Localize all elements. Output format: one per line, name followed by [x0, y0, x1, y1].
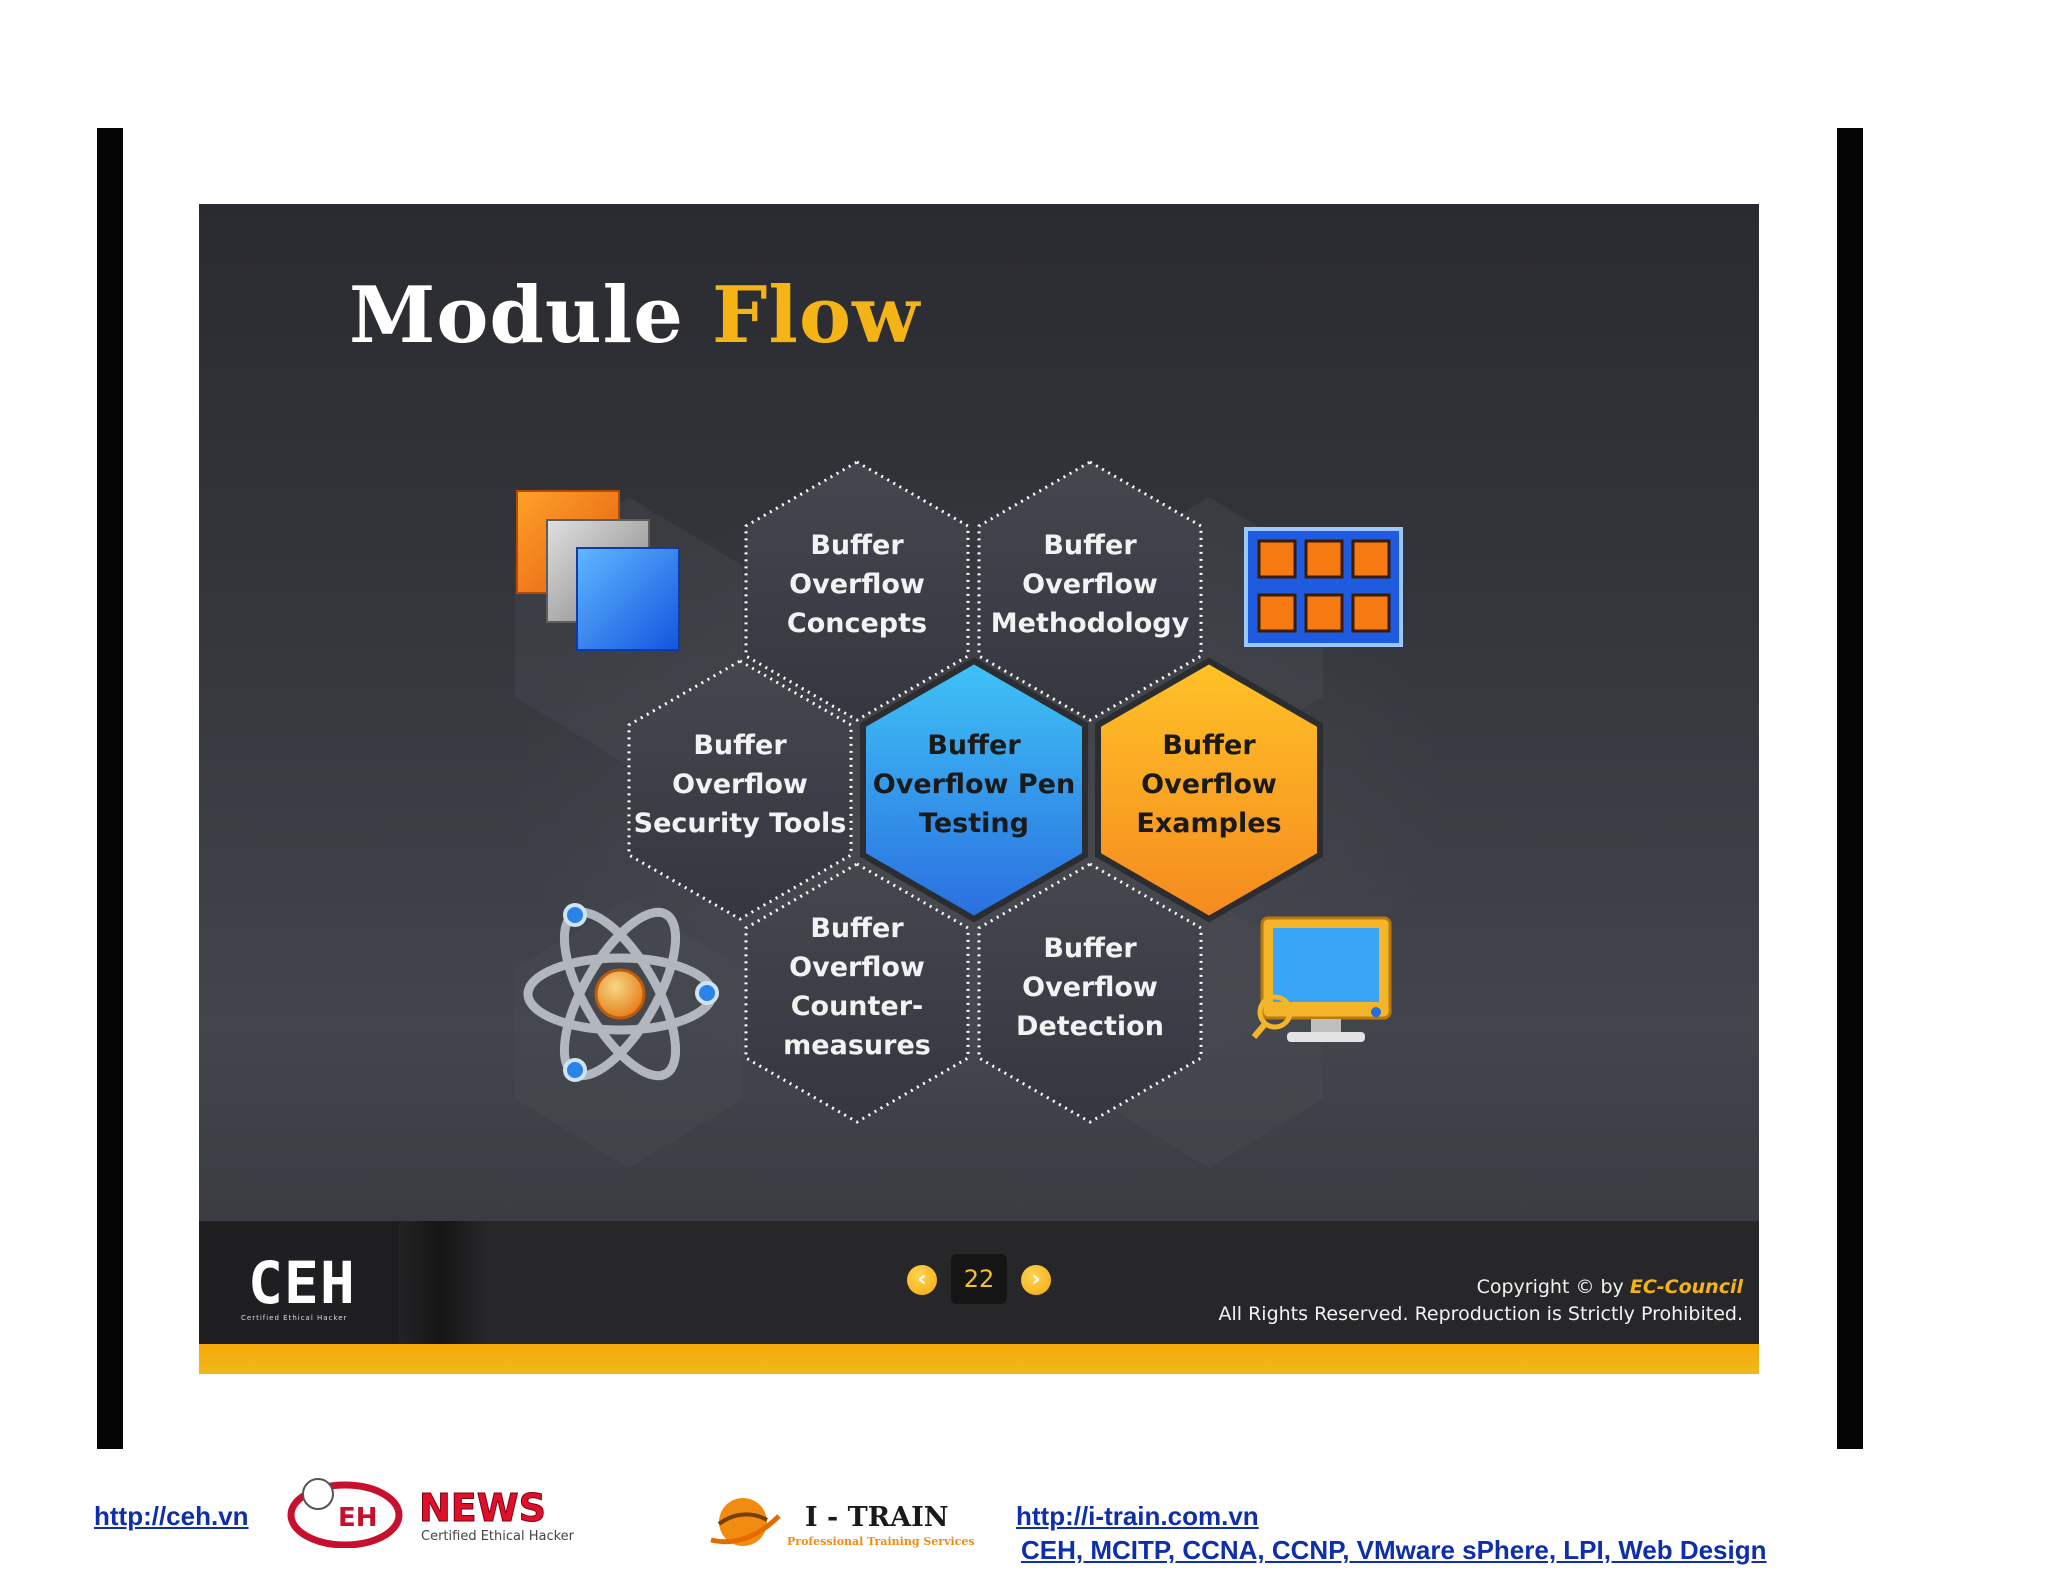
hex-line: Detection	[1016, 1011, 1164, 1042]
windows-stack-icon	[516, 490, 680, 651]
hex-line: Overflow	[789, 952, 925, 983]
hex-line: Buffer	[810, 530, 904, 561]
copyright-prefix: Copyright © by	[1476, 1276, 1624, 1298]
hex-concepts	[744, 460, 970, 722]
next-page-button[interactable]: ›	[1021, 1265, 1051, 1295]
pager: ‹ 22 ›	[901, 1254, 1071, 1304]
hex-label-detection: Buffer Overflow Detection	[980, 929, 1200, 1046]
hex-label-pen-testing: Buffer Overflow Pen Testing	[864, 726, 1084, 843]
hex-label-concepts: Buffer Overflow Concepts	[747, 526, 967, 643]
hex-security-tools	[627, 659, 853, 921]
grid-panel-icon	[1244, 527, 1403, 647]
ceh-logo: CEH	[248, 1249, 356, 1317]
itrain-logo-sub: Professional Training Services	[787, 1535, 975, 1548]
rights-text: All Rights Reserved. Reproduction is Str…	[1218, 1303, 1744, 1325]
courses-link[interactable]: CEH, MCITP, CCNA, CCNP, VMware sPhere, L…	[1021, 1535, 1767, 1565]
slide: Module Flow	[199, 204, 1759, 1374]
hex-line: Overflow	[1022, 569, 1158, 600]
ceh-logo-box	[199, 1221, 399, 1346]
hex-line: Buffer	[1043, 933, 1137, 964]
slide-title: Module Flow	[349, 270, 920, 361]
ceh-vn-link[interactable]: http://ceh.vn	[94, 1501, 249, 1531]
hex-label-security-tools: Buffer Overflow Security Tools	[630, 726, 850, 843]
hex-line: Buffer	[810, 913, 904, 944]
hex-line: measures	[783, 1030, 931, 1061]
hex-line: Buffer	[1043, 530, 1137, 561]
hex-line: Concepts	[786, 608, 928, 639]
footer-yellow-strip	[199, 1344, 1759, 1374]
itrain-link[interactable]: http://i-train.com.vn	[1016, 1501, 1259, 1531]
news-logo-text: NEWS	[419, 1486, 546, 1530]
hex-label-countermeasures: Buffer Overflow Counter- measures	[747, 909, 967, 1065]
hex-line: Overflow	[789, 569, 925, 600]
copyright: Copyright © by EC-Council All Rights Res…	[1219, 1274, 1744, 1328]
news-logo-ceh: EH	[338, 1503, 378, 1533]
title-main: Module	[349, 270, 684, 361]
hex-methodology	[977, 460, 1203, 722]
title-accent: Flow	[712, 270, 921, 361]
hex-line: Overflow Pen	[872, 769, 1076, 800]
hex-label-examples: Buffer Overflow Examples	[1099, 726, 1319, 843]
hex-line: Overflow	[1022, 972, 1158, 1003]
right-border-bar	[1837, 128, 1863, 1449]
hex-label-methodology: Buffer Overflow Methodology	[980, 526, 1200, 643]
hex-pen-testing	[860, 657, 1088, 923]
hex-line: Overflow	[672, 769, 808, 800]
hex-countermeasures	[744, 862, 970, 1124]
hex-line: Security Tools	[633, 808, 847, 839]
prev-page-button[interactable]: ‹	[907, 1265, 937, 1295]
news-logo-sub: Certified Ethical Hacker	[421, 1529, 575, 1544]
ceh-news-logo: EH NEWS Certified Ethical Hacker	[287, 1478, 575, 1548]
page-number: 22	[951, 1254, 1007, 1304]
itrain-logo: I - TRAIN Professional Training Services	[710, 1498, 975, 1548]
itrain-logo-text: I - TRAIN	[805, 1502, 948, 1533]
left-border-bar	[97, 128, 123, 1449]
hex-detection	[977, 862, 1203, 1124]
monitor-magnifier-icon	[1251, 916, 1392, 1042]
hex-line: Buffer	[1162, 730, 1256, 761]
hex-line: Buffer	[927, 730, 1021, 761]
hex-line: Testing	[919, 808, 1029, 839]
hex-line: Examples	[1136, 808, 1282, 839]
hex-diagram	[515, 460, 1403, 1168]
copyright-brand: EC-Council	[1629, 1276, 1743, 1298]
atom-icon	[523, 903, 719, 1082]
footer-shadow	[389, 1221, 489, 1349]
ceh-logo-text: CEH	[248, 1249, 356, 1317]
ceh-logo-subtext: Certified Ethical Hacker	[241, 1314, 348, 1322]
hex-examples	[1095, 657, 1323, 923]
hex-shapes	[627, 460, 1323, 1124]
hex-line: Counter-	[790, 991, 924, 1022]
hex-line: Overflow	[1141, 769, 1277, 800]
hex-line: Methodology	[990, 608, 1190, 639]
hex-line: Buffer	[693, 730, 787, 761]
